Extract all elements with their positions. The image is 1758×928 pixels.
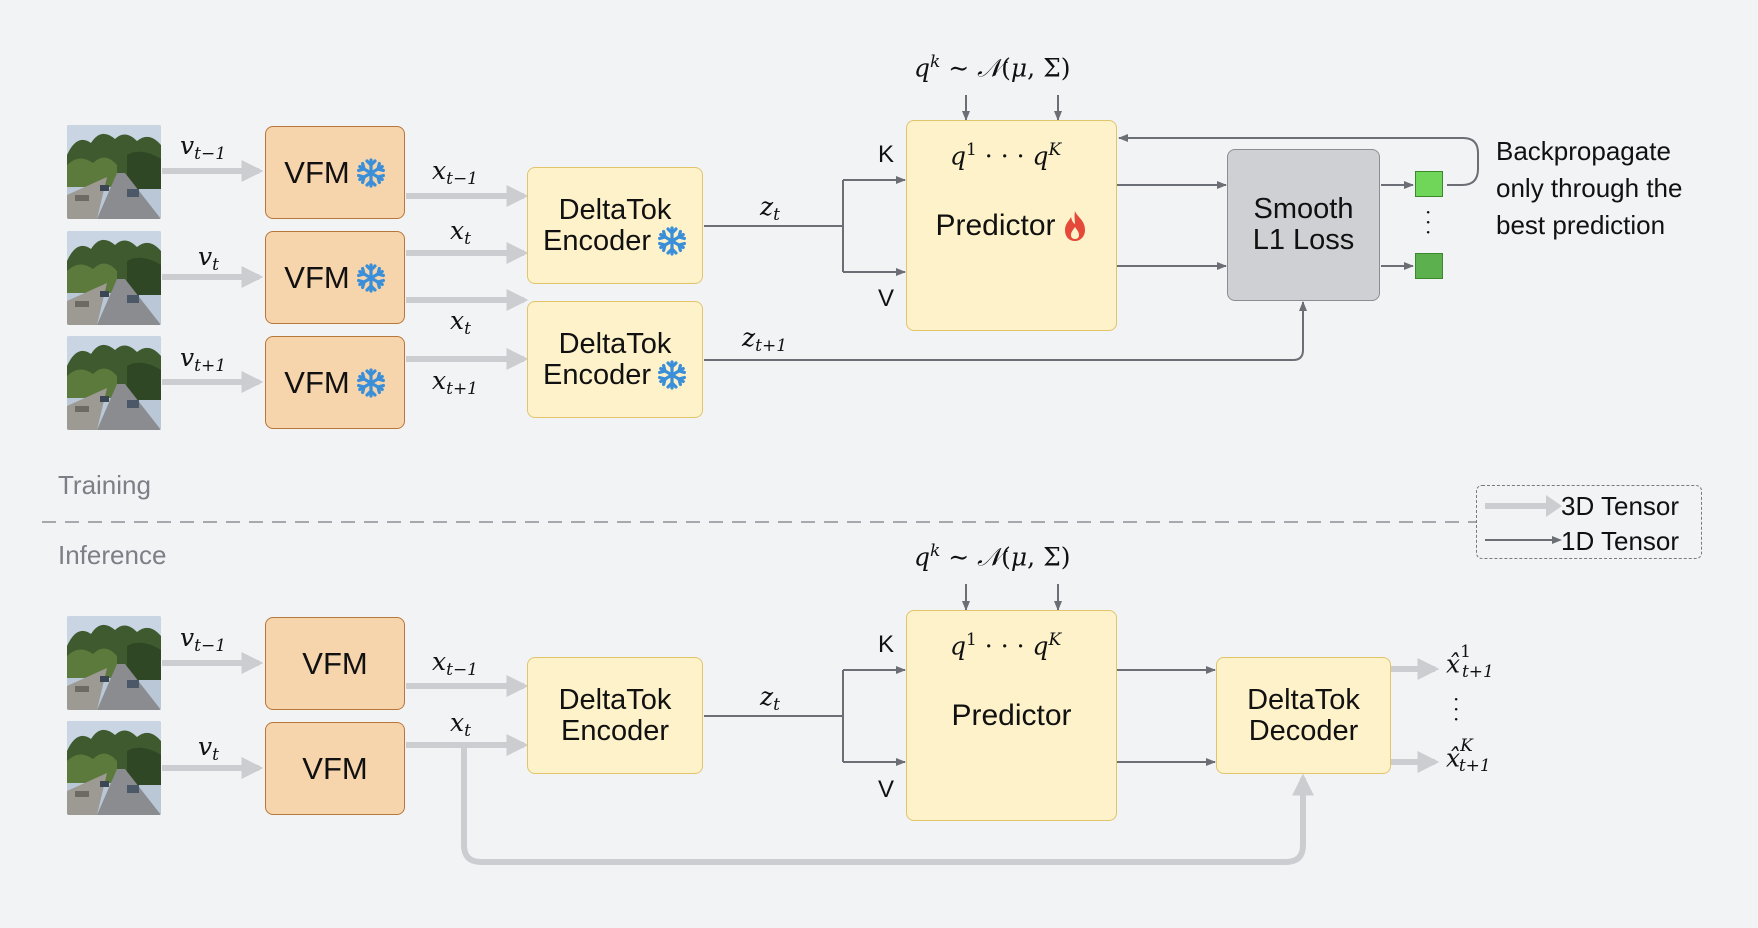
prediction-square <box>1415 253 1443 279</box>
encoder-title: DeltaTok <box>558 683 672 716</box>
vfm-label: VFM <box>302 645 368 681</box>
z-t-plus-1-label: zt+1 <box>742 323 788 356</box>
v-label: V <box>878 285 895 312</box>
z-t-label: zt <box>760 192 781 225</box>
deltatok-encoder-block: DeltaTok Encoder <box>527 167 703 284</box>
vfm-block: VFM <box>265 126 405 219</box>
best-prediction-square <box>1415 171 1443 197</box>
v-label: V <box>878 776 895 803</box>
snowflake-icon <box>356 157 386 188</box>
training-section-label: Training <box>58 470 151 500</box>
x-t-plus-1-label: xt+1 <box>432 366 479 399</box>
video-frame <box>67 721 161 815</box>
deltatok-encoder-block: DeltaTok Encoder <box>527 657 703 774</box>
snowflake-icon <box>356 262 386 293</box>
output-prediction-k-label: x̂Kt+1 <box>1446 736 1491 777</box>
v-t-plus-1-label: vt+1 <box>180 343 227 376</box>
video-frame <box>67 616 161 710</box>
video-frame <box>67 336 161 430</box>
snowflake-icon <box>657 360 687 390</box>
query-tokens-label: q1 · · · qK <box>950 630 1062 661</box>
loss-title: Smooth <box>1253 193 1354 225</box>
vfm-label: VFM <box>284 364 350 400</box>
predictor-label: Predictor <box>935 208 1056 242</box>
predictor-block: Predictor <box>906 610 1117 821</box>
x-t-label: xt <box>450 708 471 741</box>
legend <box>1476 485 1702 559</box>
x-t-minus-1-label: xt−1 <box>432 156 479 189</box>
z-t-label: zt <box>760 682 781 715</box>
k-label: K <box>878 141 895 168</box>
v-t-label: vt <box>198 732 219 765</box>
encoder-title: DeltaTok <box>558 327 672 360</box>
v-t-minus-1-label: vt−1 <box>180 623 227 656</box>
legend-1d-label: 1D Tensor <box>1561 526 1680 556</box>
flame-icon <box>1062 210 1088 242</box>
vfm-block: VFM <box>265 336 405 429</box>
x-t-label: xt <box>450 216 471 249</box>
video-frame <box>67 231 161 325</box>
inference-section-label: Inference <box>58 540 167 570</box>
decoder-title: DeltaTok <box>1247 683 1360 716</box>
predictor-block: Predictor <box>906 120 1117 331</box>
x-t-minus-1-label: xt−1 <box>432 647 479 680</box>
query-tokens-label: q1 · · · qK <box>950 140 1062 171</box>
query-distribution-label: qk ∼ 𝒩(μ, Σ) <box>914 541 1071 572</box>
v-t-minus-1-label: vt−1 <box>180 131 227 164</box>
vfm-label: VFM <box>284 259 350 295</box>
vertical-ellipsis: ··· <box>1425 200 1432 244</box>
loss-subtitle: L1 Loss <box>1252 224 1355 256</box>
output-prediction-1-label: x̂1t+1 <box>1446 642 1494 683</box>
encoder-subtitle: Encoder <box>542 224 651 257</box>
k-label: K <box>878 631 895 658</box>
snowflake-icon <box>657 226 687 256</box>
vfm-block: VFM <box>265 231 405 324</box>
video-frame <box>67 125 161 219</box>
legend-3d-label: 3D Tensor <box>1561 491 1680 521</box>
skip-3d <box>461 745 1314 865</box>
vfm-label: VFM <box>284 154 350 190</box>
vertical-ellipsis: ··· <box>1453 687 1460 731</box>
backprop-note: Backpropagate only through the best pred… <box>1496 136 1683 240</box>
vfm-block: VFM <box>265 617 405 710</box>
encoder-subtitle: Encoder <box>542 358 651 391</box>
query-distribution-label: qk ∼ 𝒩(μ, Σ) <box>914 52 1071 83</box>
encoder-subtitle: Encoder <box>560 714 669 747</box>
snowflake-icon <box>356 367 386 398</box>
vfm-label: VFM <box>302 750 368 786</box>
encoder-title: DeltaTok <box>558 193 672 226</box>
v-t-label: vt <box>198 242 219 275</box>
decoder-subtitle: Decoder <box>1248 714 1359 747</box>
predictor-label: Predictor <box>951 698 1072 732</box>
legend-arrows <box>1485 495 1562 544</box>
x-t-label: xt <box>450 306 471 339</box>
deltatok-decoder-block: DeltaTok Decoder <box>1216 657 1391 774</box>
deltatok-encoder-block: DeltaTok Encoder <box>527 301 703 418</box>
vfm-block: VFM <box>265 722 405 815</box>
smooth-l1-loss-block: Smooth L1 Loss <box>1227 149 1380 301</box>
